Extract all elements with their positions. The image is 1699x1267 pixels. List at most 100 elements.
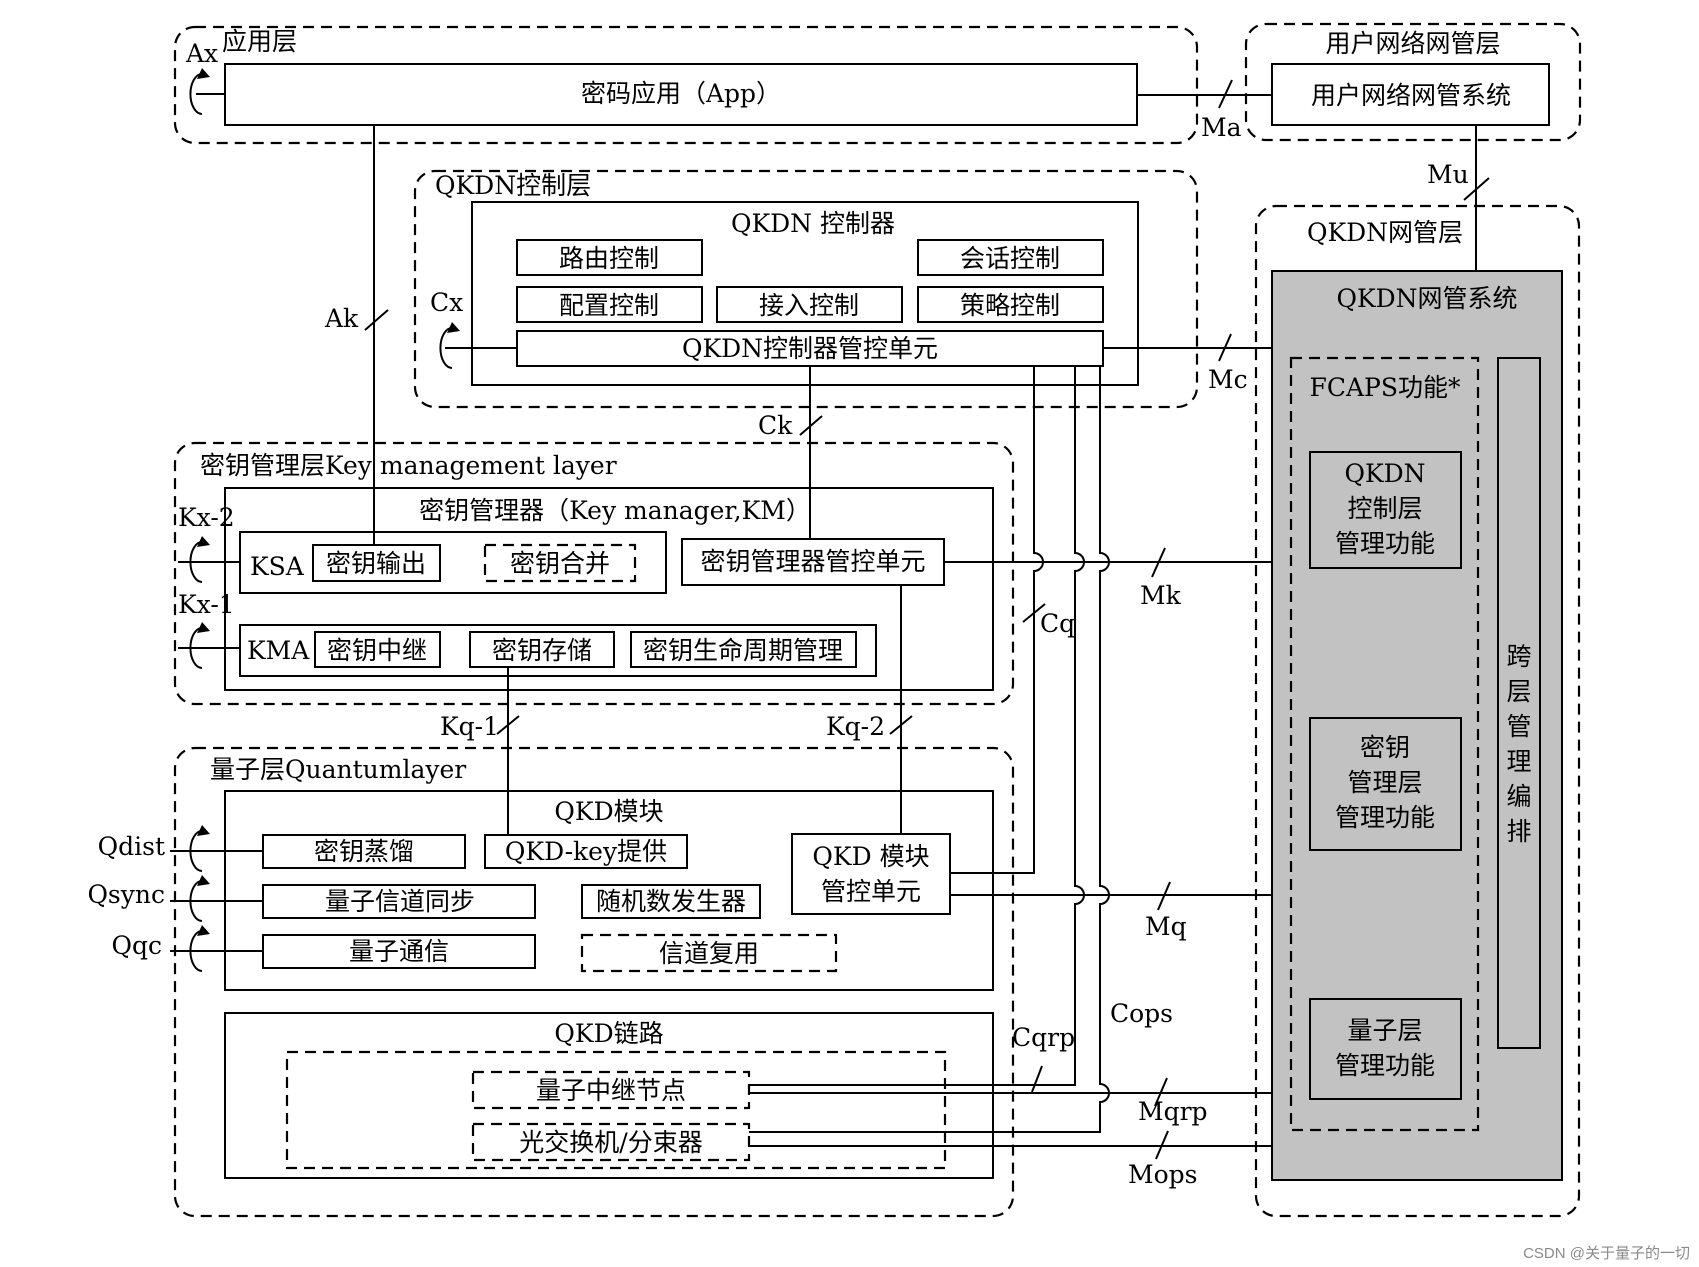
qkd-module-mgmt-label-1: QKD 模块 — [812, 842, 929, 871]
access-control-label: 接入控制 — [759, 291, 859, 320]
config-control-label: 配置控制 — [559, 291, 659, 320]
qkd-link-box — [224, 1012, 994, 1179]
ck-tick — [799, 415, 823, 436]
cq-tick — [1022, 603, 1046, 623]
quantum-comm-box — [262, 934, 536, 969]
km-layer-mgmt-label-2: 管理层 — [1347, 768, 1422, 797]
kx1-arrow — [197, 622, 210, 633]
cross-layer-char-6: 排 — [1506, 817, 1531, 846]
key-storage-label: 密钥存储 — [492, 636, 592, 665]
optical-switch-box — [471, 1122, 751, 1162]
fcaps-frame — [1289, 356, 1480, 1132]
optical-switch-label: 光交换机/分束器 — [519, 1128, 702, 1157]
user-nms-system-label: 用户网络网管系统 — [1311, 81, 1511, 110]
qkdn-ctrl-mgmt-label-3: 管理功能 — [1335, 529, 1435, 558]
crypto-app-box — [224, 63, 1138, 126]
routing-control-label: 路由控制 — [559, 244, 659, 273]
quantum-relay-node-box — [471, 1070, 751, 1110]
ma-tick — [1218, 79, 1233, 109]
quantum-layer-mgmt-box — [1309, 998, 1462, 1100]
kx2-label: Kx-2 — [178, 503, 235, 532]
ma-label: Ma — [1201, 113, 1242, 142]
key-output-label: 密钥输出 — [326, 549, 426, 578]
quantum-layer-frame — [173, 746, 1015, 1218]
qkdn-nms-layer-frame — [1254, 204, 1581, 1218]
cx-arrow — [447, 322, 460, 333]
qkd-key-supply-box — [484, 834, 688, 869]
app-layer-title: 应用层 — [222, 27, 297, 56]
mu-label: Mu — [1427, 160, 1469, 189]
cross-layer-char-3: 管 — [1506, 712, 1531, 741]
rng-box — [581, 884, 761, 919]
key-storage-box — [469, 631, 615, 668]
km-layer-mgmt-box — [1309, 717, 1462, 851]
crypto-app-label: 密码应用（App） — [581, 79, 781, 108]
key-lifecycle-label: 密钥生命周期管理 — [643, 636, 843, 665]
mq-tick — [1157, 881, 1171, 911]
quantum-relay-node-label: 量子中继节点 — [536, 1076, 686, 1105]
mc-label: Mc — [1208, 365, 1248, 394]
ak-label: Ak — [324, 304, 359, 333]
key-lifecycle-box — [630, 631, 857, 668]
mu-tick — [1463, 177, 1490, 201]
quantum-layer-mgmt-label-2: 管理功能 — [1335, 1051, 1435, 1080]
qqc-loop-icon — [189, 930, 203, 972]
key-manager-label: 密钥管理器（Key manager,KM） — [419, 496, 811, 525]
qkdn-nms-system-label: QKDN网管系统 — [1336, 284, 1517, 313]
km-layer-mgmt-label-3: 管理功能 — [1335, 803, 1435, 832]
ck-label: Ck — [758, 411, 793, 440]
cross-layer-char-1: 跨 — [1506, 642, 1531, 671]
cqrp-label: Cqrp — [1012, 1023, 1075, 1052]
key-management-layer-title: 密钥管理层Key management layer — [200, 451, 617, 480]
cross-layer-char-2: 层 — [1506, 677, 1531, 706]
key-output-box — [312, 544, 441, 582]
cx-label: Cx — [430, 288, 463, 317]
key-management-layer-frame — [173, 441, 1015, 706]
mc-tick — [1218, 333, 1232, 362]
kx2-arrow — [197, 536, 210, 547]
key-relay-box — [314, 631, 441, 668]
ksa-box — [239, 531, 667, 594]
cqrp-tick — [1031, 1065, 1043, 1093]
kq1-label: Kq-1 — [440, 712, 499, 741]
kx1-label: Kx-1 — [178, 590, 235, 619]
config-control-box — [516, 286, 703, 323]
kq1-tick — [496, 715, 520, 735]
mq-label: Mq — [1145, 912, 1187, 941]
qkdn-ctrl-mgmt-label-2: 控制层 — [1347, 494, 1422, 523]
qqc-label: Qqc — [111, 931, 162, 960]
qkd-module-mgmt-label-2: 管控单元 — [821, 877, 921, 906]
kq2-label: Kq-2 — [826, 712, 885, 741]
mk-tick — [1151, 547, 1166, 578]
qdist-arrow — [197, 825, 210, 836]
rng-label: 随机数发生器 — [596, 887, 746, 916]
mqrp-label: Mqrp — [1138, 1097, 1208, 1126]
kx2-loop-icon — [189, 541, 203, 583]
km-mgmt-unit-label: 密钥管理器管控单元 — [700, 547, 925, 576]
quantum-layer-title: 量子层Quantumlayer — [210, 755, 466, 784]
kx1-loop-icon — [189, 627, 203, 669]
qkd-module-mgmt-unit-box — [791, 833, 951, 915]
qsync-label: Qsync — [87, 880, 165, 909]
quantum-comm-label: 量子通信 — [349, 937, 449, 966]
km-mgmt-unit-box — [681, 538, 945, 586]
session-control-box — [917, 239, 1104, 276]
qkdn-ctrl-mgmt-label-1: QKDN — [1344, 459, 1425, 488]
ax-label: Ax — [185, 39, 218, 68]
ax-arrow — [197, 68, 210, 79]
user-nms-layer-title: 用户网络网管层 — [1325, 29, 1500, 58]
qkdn-nms-layer-title: QKDN网管层 — [1307, 218, 1463, 247]
quantum-sync-box — [262, 884, 536, 919]
ak-tick — [364, 309, 389, 331]
cq-label: Cq — [1040, 609, 1075, 638]
routing-control-box — [516, 239, 703, 276]
km-layer-mgmt-label-1: 密钥 — [1360, 733, 1410, 762]
qkdn-control-layer-title: QKDN控制层 — [435, 171, 591, 200]
session-control-label: 会话控制 — [960, 244, 1060, 273]
qkd-module-label: QKD模块 — [554, 797, 663, 826]
quantum-layer-mgmt-label-1: 量子层 — [1347, 1016, 1422, 1045]
policy-control-box — [917, 286, 1104, 323]
cqrp-wire — [749, 366, 1085, 1086]
